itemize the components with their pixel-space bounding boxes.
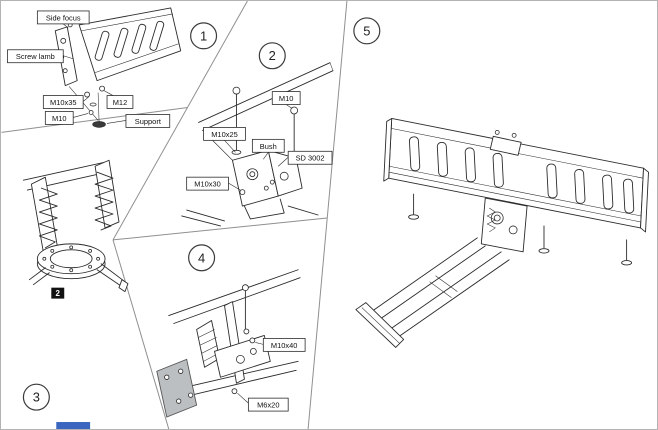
step-3-number: 3 <box>33 390 40 405</box>
callout-sd3002: SD 3002 <box>278 150 333 167</box>
bolt-m10x35 <box>84 91 91 98</box>
label-m10-p2: M10 <box>279 94 293 103</box>
frame-arms <box>28 263 129 293</box>
frame-tube-lines <box>181 62 334 227</box>
wear-plate-body <box>156 358 198 418</box>
callout-bush: Bush <box>251 138 285 160</box>
wear-plate <box>156 358 198 418</box>
panel2-drawing: M10 M10x25 Bush SD 3002 M10x30 2 <box>181 42 334 227</box>
bolt-m10-left <box>231 86 242 155</box>
part-tag-2-number: 2 <box>56 289 61 298</box>
blade-corner <box>78 7 182 82</box>
center-mount <box>480 197 528 253</box>
callout-m10x35: M10x35 <box>42 95 90 109</box>
logo-mark <box>56 422 91 429</box>
label-m10x25: M10x25 <box>211 130 238 139</box>
divider-1-2 <box>112 1 248 241</box>
label-m10: M10 <box>52 114 66 123</box>
blade-top-band <box>81 13 173 32</box>
step-5-number: 5 <box>363 23 370 38</box>
top-mount-bracket <box>489 129 522 156</box>
panel4-drawing: M10x40 M6x20 4 <box>156 244 306 418</box>
drop-bolt <box>242 284 249 332</box>
trip-spring <box>486 207 496 233</box>
label-m12: M12 <box>113 98 128 107</box>
drawbar-frame <box>355 237 510 348</box>
bracket-hole <box>60 37 67 44</box>
panel5-drawing: 5 <box>353 17 649 348</box>
panel3-drawing: 2 3 <box>22 159 129 411</box>
step-3-badge: 3 <box>22 383 50 411</box>
bearing-ring <box>36 243 106 280</box>
step-1-number: 1 <box>200 28 207 43</box>
callout-side-focus: Side focus <box>36 10 90 29</box>
step-1-badge: 1 <box>190 22 218 50</box>
label-sd3002: SD 3002 <box>296 154 325 163</box>
coil-spring-right <box>94 171 114 231</box>
panel1-hardware <box>69 85 106 128</box>
support-washer <box>92 121 106 128</box>
step-2-badge: 2 <box>258 42 286 70</box>
label-bush: Bush <box>260 142 277 151</box>
panel1-drawing: Side focus Screw lamb M10x35 M12 M10 Sup… <box>7 7 218 128</box>
bracket-hole <box>62 68 68 74</box>
callout-m12: M12 <box>103 90 134 109</box>
divider-right-panel <box>307 1 348 429</box>
skid-feet <box>408 193 633 266</box>
step-5-badge: 5 <box>353 17 381 45</box>
hatched-wedge <box>196 320 220 368</box>
label-screw-lamb: Screw lamb <box>16 52 55 61</box>
ring-holes <box>42 245 100 273</box>
spring-frame <box>22 159 120 253</box>
label-m6x20: M6x20 <box>257 401 279 410</box>
step-4-number: 4 <box>198 250 205 265</box>
blade-bottom-band <box>95 43 179 73</box>
nut-m10 <box>88 110 94 115</box>
mount-bracket-p4 <box>214 301 271 395</box>
callout-m10: M10 <box>44 111 89 125</box>
nut-m12 <box>99 85 105 92</box>
callout-support: Support <box>106 114 171 128</box>
step-4-badge: 4 <box>188 244 216 272</box>
callout-m10x25: M10x25 <box>203 127 246 153</box>
panel-dividers <box>1 1 348 429</box>
washer <box>89 102 97 107</box>
divider-3-4 <box>112 239 170 429</box>
callout-m10-p2: M10 <box>271 91 301 109</box>
blade-slots <box>94 20 165 61</box>
callout-m10x40: M10x40 <box>255 338 306 352</box>
callout-m10x30: M10x30 <box>186 176 246 195</box>
divider-2-4 <box>112 217 328 241</box>
part-tag-2: 2 <box>51 287 65 299</box>
divider-1-3 <box>1 107 188 133</box>
label-side-focus: Side focus <box>46 13 81 22</box>
label-m10x30: M10x30 <box>194 180 221 189</box>
label-m10x40: M10x40 <box>271 341 298 350</box>
callout-m6x20: M6x20 <box>237 392 289 412</box>
label-support: Support <box>135 117 162 126</box>
callout-screw-lamb: Screw lamb <box>7 49 74 64</box>
step-2-number: 2 <box>269 48 276 63</box>
part-tag-2-box <box>51 287 65 299</box>
coil-spring-left <box>38 187 58 249</box>
blade-slots-full <box>408 136 635 214</box>
label-m10x35: M10x35 <box>50 98 77 107</box>
